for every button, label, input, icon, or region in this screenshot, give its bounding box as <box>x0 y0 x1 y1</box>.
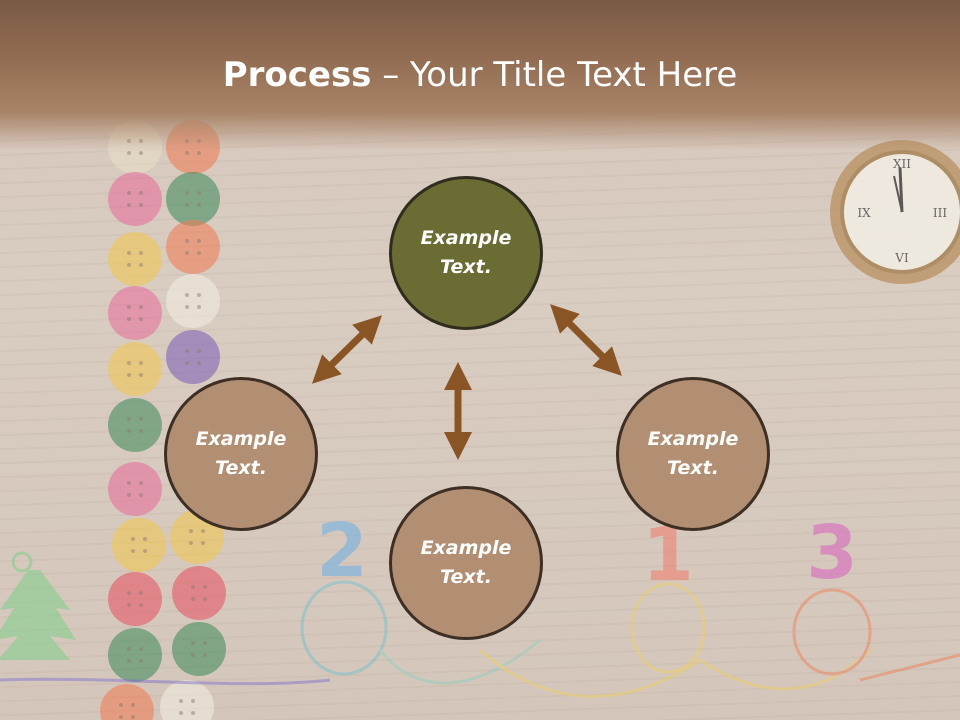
svg-text:XII: XII <box>893 157 911 171</box>
button-decoration <box>166 330 220 384</box>
button-decoration <box>166 172 220 226</box>
node-label-line1: Example <box>420 227 512 249</box>
title-band <box>0 0 960 150</box>
button-decoration <box>108 172 162 226</box>
node-label-line2: Text. <box>440 566 492 588</box>
node-label-line2: Text. <box>215 457 267 479</box>
button-decoration <box>108 342 162 396</box>
button-decoration <box>108 286 162 340</box>
arrow-top-right <box>550 304 622 376</box>
string-decoration <box>0 580 960 698</box>
button-decoration <box>172 622 226 676</box>
button-decoration <box>160 680 214 720</box>
node-label-line1: Example <box>647 428 739 450</box>
node-label-line2: Text. <box>440 256 492 278</box>
tree-ornament-icon <box>0 551 76 660</box>
button-decoration <box>112 518 166 572</box>
button-decoration <box>100 684 154 720</box>
process-node-top: Example Text. <box>389 176 543 330</box>
node-label-line2: Text. <box>667 457 719 479</box>
slide-title: Process – Your Title Text Here <box>0 54 960 96</box>
svg-text:III: III <box>933 206 947 220</box>
button-decoration <box>108 572 162 626</box>
process-node-right: Example Text. <box>616 377 770 531</box>
process-node-left: Example Text. <box>164 377 318 531</box>
button-decoration <box>108 462 162 516</box>
button-decoration <box>108 628 162 682</box>
button-decoration <box>108 232 162 286</box>
pocket-watch-icon: XII III VI IX <box>830 140 960 284</box>
svg-text:IX: IX <box>857 206 871 220</box>
button-decoration <box>166 220 220 274</box>
button-decoration <box>166 274 220 328</box>
process-node-bottom: Example Text. <box>389 486 543 640</box>
button-decoration <box>108 398 162 452</box>
number-2-decoration: 2 <box>316 508 368 594</box>
button-decoration <box>172 566 226 620</box>
title-rest: – Your Title Text Here <box>371 55 738 95</box>
arrow-top-left <box>312 315 382 384</box>
svg-text:VI: VI <box>894 251 909 265</box>
number-3-decoration: 3 <box>806 510 858 596</box>
title-bold: Process <box>222 55 372 95</box>
node-label-line1: Example <box>195 428 287 450</box>
node-label-line1: Example <box>420 537 512 559</box>
